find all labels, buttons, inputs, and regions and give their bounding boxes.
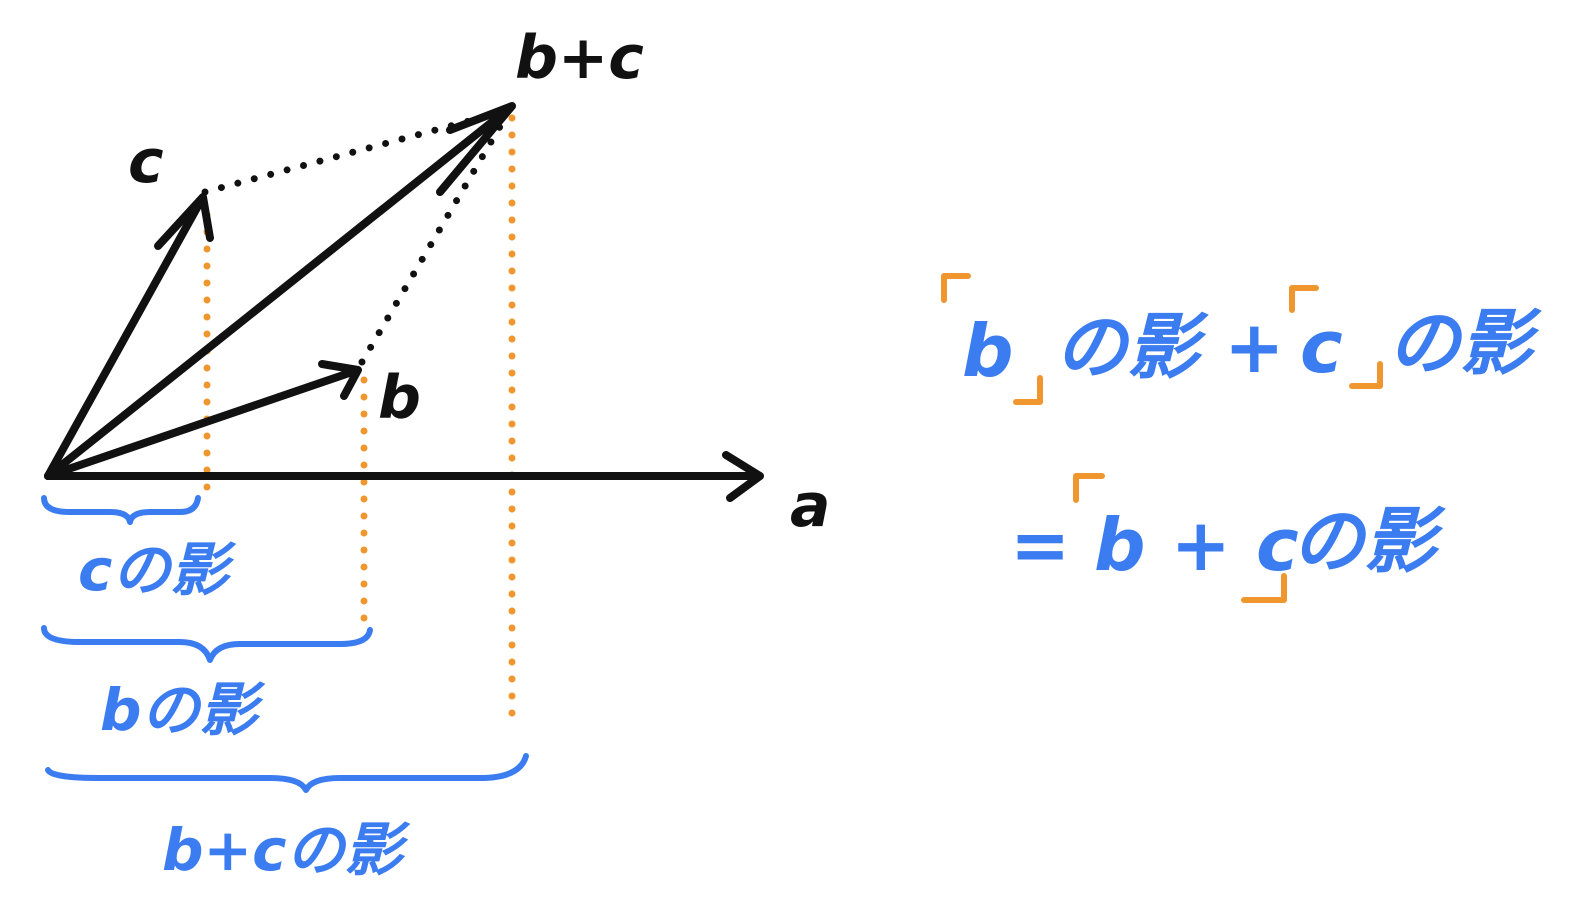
label-vector-c: c: [128, 127, 164, 197]
eq2-end: の影: [1292, 499, 1446, 583]
dotted-side-b-to-sum: [358, 114, 509, 366]
label-c-shadow: cの影: [78, 536, 236, 604]
eq2-equals: =: [1010, 503, 1070, 587]
eq1-b: b: [962, 309, 1014, 393]
bracket-open-c: [1289, 285, 1319, 313]
vector-b-plus-c-arrow: [44, 102, 516, 480]
label-vector-b: b: [378, 363, 421, 433]
label-vector-a: a: [790, 471, 831, 541]
bracket-close-bc: [1241, 573, 1287, 603]
brace-b-shadow: [41, 625, 373, 663]
label-b-shadow: bの影: [100, 676, 266, 744]
eq1-end: の影: [1388, 301, 1542, 385]
brace-b-plus-c-shadow: [45, 753, 529, 793]
label-vector-b-plus-c: b+c: [515, 23, 644, 93]
bracket-open-b: [941, 273, 971, 303]
bracket-close-c: [1349, 361, 1383, 389]
label-b-plus-c-shadow: b+cの影: [162, 816, 410, 884]
bracket-open-bc: [1073, 473, 1105, 503]
eq1-mid: の影 +: [1055, 305, 1284, 389]
bracket-close-b: [1013, 375, 1043, 405]
vector-b-arrow: [44, 360, 362, 480]
eq2-b-plus-c: b + c: [1094, 503, 1299, 587]
eq1-c: c: [1300, 305, 1343, 389]
brace-c-shadow: [41, 495, 201, 525]
vector-a-arrow: [44, 451, 764, 502]
vector-c-arrow: [44, 193, 214, 480]
dotted-side-c-to-sum: [201, 106, 514, 196]
